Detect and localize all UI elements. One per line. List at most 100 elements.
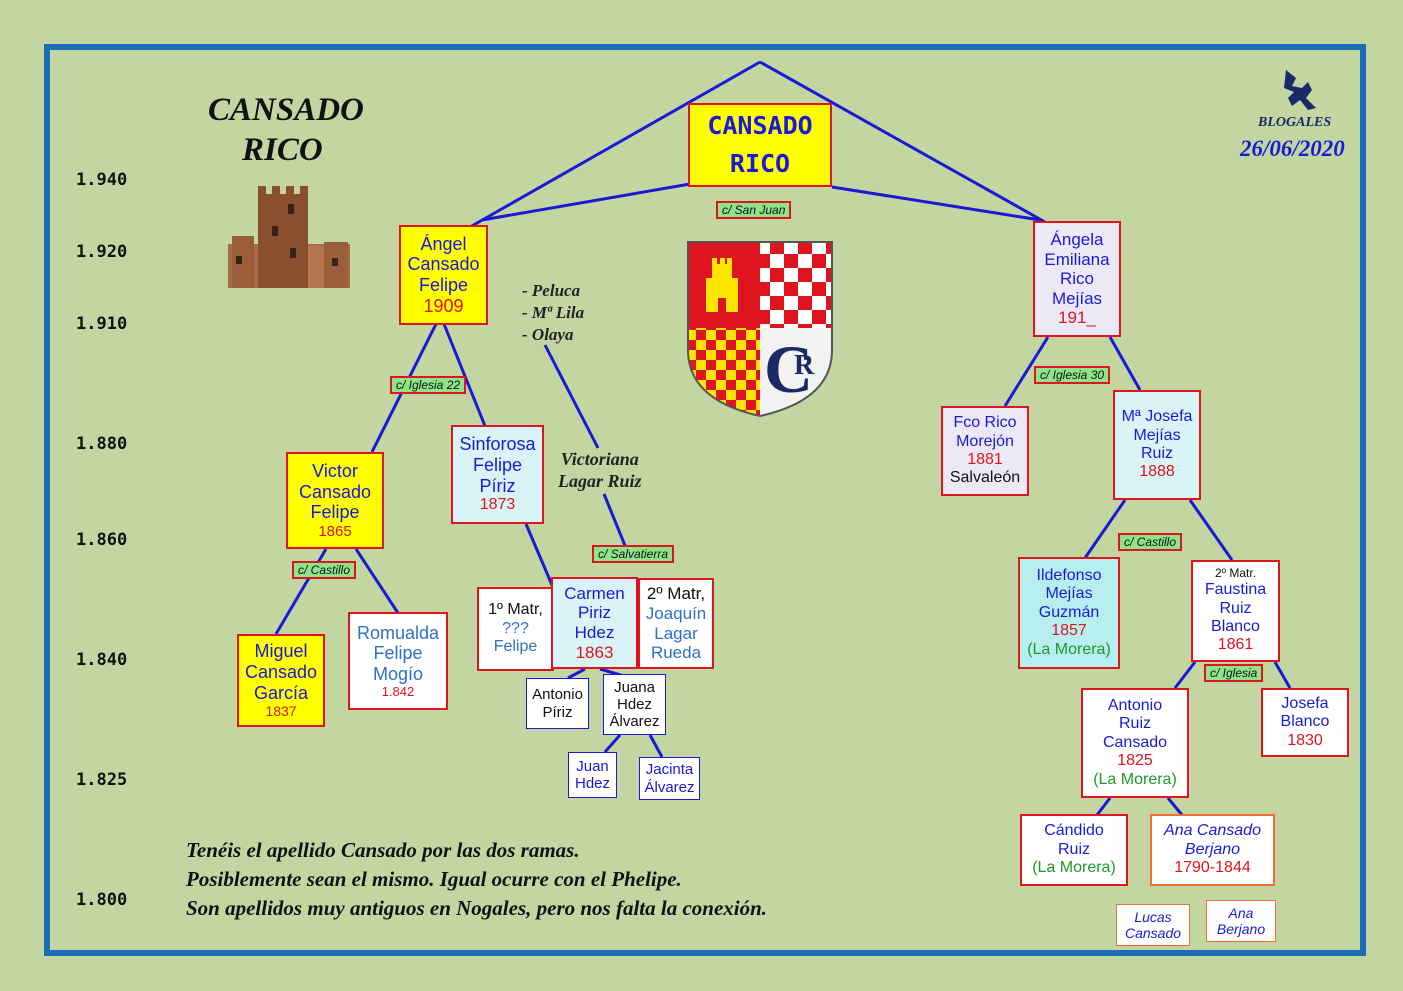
person-fco-rico: Fco Rico Morejón 1881 Salvaleón — [941, 406, 1029, 496]
nicknames-list: - Peluca - Mª Lila - Olaya — [522, 280, 584, 346]
title-line2: RICO — [242, 132, 323, 168]
person-name: 1º Matr, — [488, 601, 543, 619]
person-name: Jacinta — [645, 761, 694, 779]
person-place: (La Morera) — [1093, 770, 1177, 788]
person-year: 1873 — [479, 496, 516, 514]
nickname: - Olaya — [522, 325, 574, 344]
closing-line: Posiblemente sean el mismo. Igual ocurre… — [186, 867, 682, 891]
person-name: Ruiz — [1140, 445, 1173, 462]
person-first-marriage: 1º Matr, ??? Felipe — [477, 587, 554, 671]
year-label: 1.910 — [76, 314, 128, 334]
closing-line: Tenéis el apellido Cansado por las dos r… — [186, 838, 580, 862]
person-name: Antonio — [1107, 697, 1163, 715]
person-name: Cansado — [1124, 925, 1182, 941]
person-second-marriage: 2º Matr, Joaquín Lagar Rueda — [638, 578, 714, 669]
person-name: Berjano — [1216, 921, 1266, 937]
address-tag: c/ Iglesia 30 — [1034, 366, 1111, 384]
person-antonio-ruiz: Antonio Ruiz Cansado 1825 (La Morera) — [1081, 688, 1189, 798]
person-name: Romualda — [356, 622, 440, 643]
year-label: 1.800 — [76, 890, 128, 910]
year-label: 1.940 — [76, 170, 128, 190]
person-note: 2º Matr. — [1214, 566, 1257, 581]
person-name: Píriz — [542, 703, 573, 721]
person-name: Mejías — [1133, 426, 1181, 444]
person-name: Ana Cansado — [1164, 822, 1261, 840]
person-name: Hdez — [616, 695, 653, 713]
person-name: Lagar — [654, 623, 698, 643]
coat-of-arms-icon: C R — [687, 241, 833, 418]
person-name: Josefa — [1281, 694, 1329, 712]
person-name: Álvarez — [609, 713, 660, 731]
person-name: Píriz — [479, 475, 516, 496]
person-name: Rueda — [650, 643, 702, 663]
person-name: Juan — [576, 757, 609, 775]
address-tag: c/ Salvatierra — [592, 545, 675, 563]
closing-line: Son apellidos muy antiguos en Nogales, p… — [186, 896, 768, 920]
person-name: Álvarez — [644, 778, 695, 796]
title-line1: CANSADO — [208, 92, 364, 128]
person-name: Miguel — [254, 641, 308, 662]
person-place: (La Morera) — [1032, 859, 1116, 877]
person-year: 1857 — [1051, 622, 1087, 640]
person-ana-cansado: Ana Cansado Berjano 1790-1844 — [1150, 814, 1275, 886]
person-name: Fco Rico — [953, 414, 1017, 432]
blogales-logo-icon — [1284, 70, 1316, 110]
person-name: Ana — [1228, 904, 1254, 921]
person-name: Mª Josefa — [1121, 408, 1193, 426]
person-name: Ruiz — [1118, 715, 1151, 733]
person-name: Felipe — [472, 454, 523, 475]
year-label: 1.920 — [76, 242, 128, 262]
person-name: Ángel — [420, 233, 467, 254]
person-name: Juana — [614, 678, 655, 696]
person-angel: Ángel Cansado Felipe 1909 — [399, 225, 488, 325]
address-tag: c/ Iglesia 22 — [390, 376, 467, 394]
person-name: Blanco — [1211, 617, 1260, 635]
person-lucas-cansado: Lucas Cansado — [1116, 904, 1190, 946]
year-label: 1.860 — [76, 530, 128, 550]
castle-illustration — [228, 186, 350, 288]
person-maria-josefa: Mª Josefa Mejías Ruiz 1888 — [1113, 390, 1201, 500]
person-name: Mejías — [1045, 585, 1093, 603]
person-name: Felipe — [418, 275, 469, 295]
person-name: Mogío — [372, 663, 424, 684]
person-name: Felipe — [310, 502, 360, 523]
person-name: ??? — [502, 619, 529, 637]
person-name: Morejón — [956, 432, 1014, 450]
person-year: 1830 — [1287, 731, 1323, 749]
person-year: 1863 — [575, 642, 614, 662]
person-year: 1.842 — [381, 683, 415, 699]
person-ildefonso: Ildefonso Mejías Guzmán 1857 (La Morera) — [1018, 557, 1120, 669]
person-name: Victor — [312, 460, 358, 481]
person-name: 2º Matr, — [646, 584, 706, 604]
person-name: Lucas — [1134, 908, 1172, 925]
person-name: Felipe — [493, 638, 538, 656]
closing-note: Tenéis el apellido Cansado por las dos r… — [186, 836, 767, 923]
person-jacinta: Jacinta Álvarez — [639, 757, 700, 800]
person-place: Salvaleón — [949, 469, 1021, 487]
person-year: 1790-1844 — [1174, 859, 1251, 877]
person-name: Faustina — [1204, 581, 1267, 599]
person-romualda: Romualda Felipe Mogío 1.842 — [348, 612, 448, 710]
person-year: 1837 — [265, 703, 297, 720]
year-label: 1.880 — [76, 434, 128, 454]
person-victor: Victor Cansado Felipe 1865 — [286, 452, 384, 549]
person-year: 1865 — [318, 522, 352, 540]
person-sinforosa: Sinforosa Felipe Píriz 1873 — [451, 425, 544, 524]
person-josefa-blanco: Josefa Blanco 1830 — [1261, 688, 1349, 757]
nickname: - Peluca — [522, 281, 581, 300]
victoriana-line1: Victoriana — [560, 449, 639, 469]
person-name: Guzmán — [1038, 603, 1100, 621]
main-surname-line1: CANSADO — [707, 111, 813, 140]
brand-name: BLOGALES — [1258, 115, 1332, 130]
person-name: Mejías — [1051, 288, 1103, 308]
person-name: Blanco — [1280, 713, 1330, 731]
svg-text:C: C — [764, 331, 813, 407]
address-tag: c/ Castillo — [292, 561, 357, 579]
address-tag: c/ Iglesia — [1204, 664, 1264, 682]
person-name: Joaquín — [645, 603, 707, 623]
brand-date: 26/06/2020 — [1240, 136, 1345, 161]
year-label: 1.825 — [76, 770, 128, 790]
person-name: Cansado — [244, 662, 318, 683]
person-name: Antonio — [532, 686, 583, 704]
person-name: Cansado — [1102, 733, 1168, 751]
